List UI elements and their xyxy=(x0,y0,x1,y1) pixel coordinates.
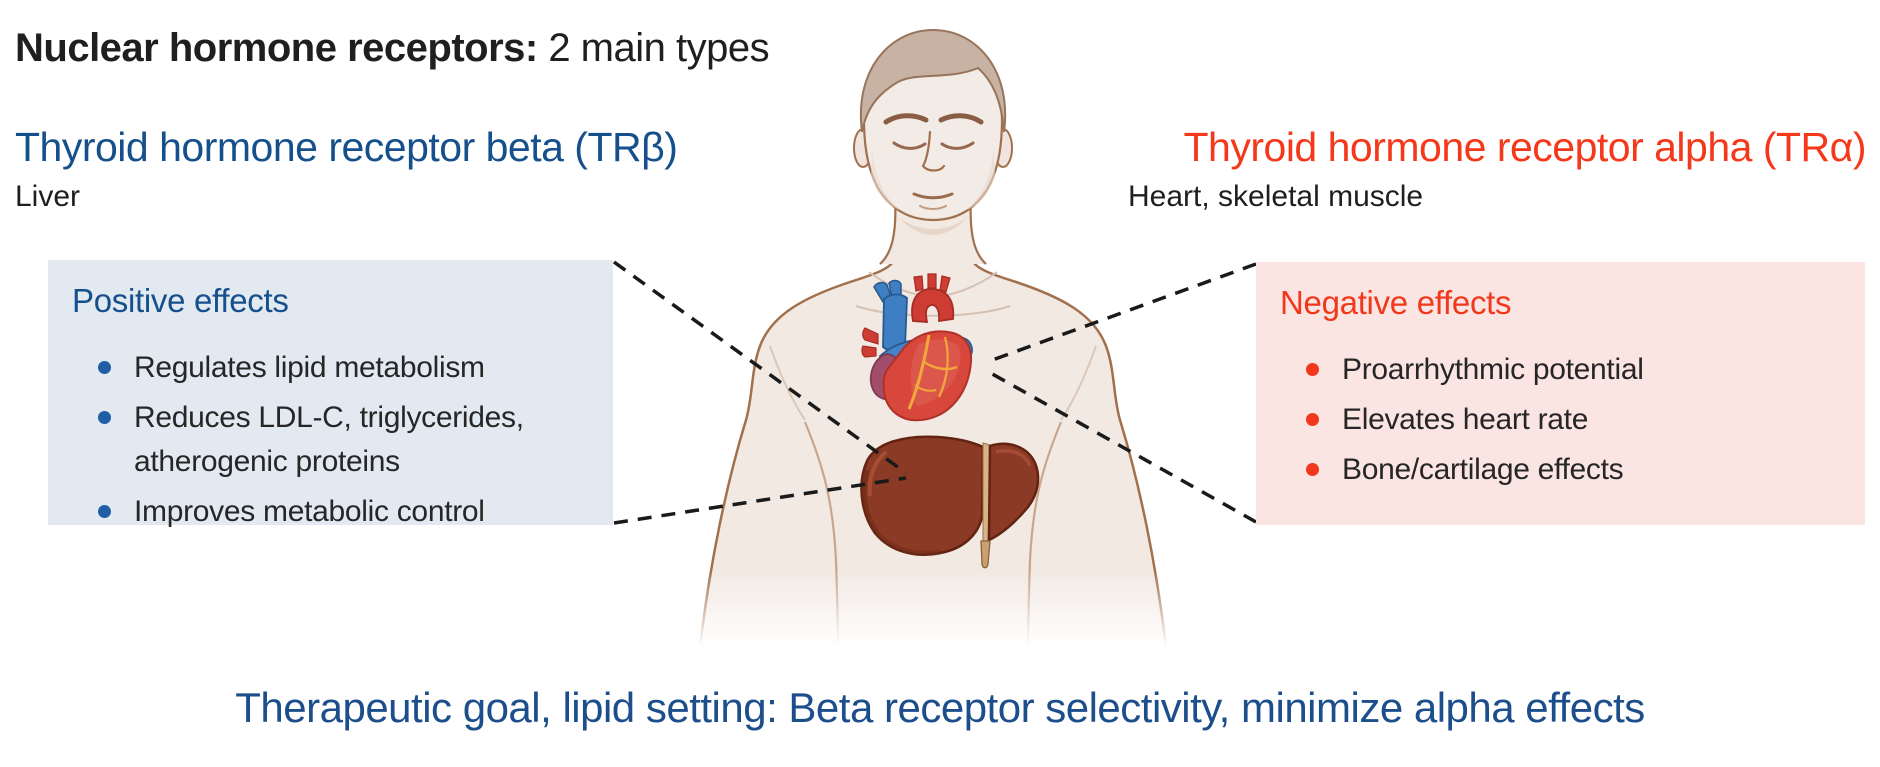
list-item: Reduces LDL-C, triglycerides, atherogeni… xyxy=(72,396,593,484)
connector-positive-to-liver-bottom xyxy=(613,476,907,525)
list-item-text: Improves metabolic control xyxy=(134,495,485,528)
connector-negative-to-heart-top xyxy=(986,262,1257,364)
positive-effects-box: Positive effects Regulates lipid metabol… xyxy=(48,260,613,528)
negative-effects-list: Proarrhythmic potential Elevates heart r… xyxy=(1280,348,1845,492)
bullet-dot-icon xyxy=(98,505,111,518)
page-title-regular: 2 main types xyxy=(537,26,770,70)
human-figure xyxy=(698,28,1168,649)
negative-effects-box: Negative effects Proarrhythmic potential… xyxy=(1256,262,1865,525)
liver-illustration xyxy=(860,435,1040,569)
bullet-dot-icon xyxy=(98,411,111,424)
list-item: Proarrhythmic potential xyxy=(1280,348,1845,392)
left-organ-label: Liver xyxy=(15,180,81,213)
list-item: Elevates heart rate xyxy=(1280,398,1845,442)
connector-negative-to-heart-bottom xyxy=(986,369,1257,524)
negative-effects-title: Negative effects xyxy=(1280,284,1512,321)
left-receptor-heading: Thyroid hormone receptor beta (TRβ) xyxy=(15,124,678,170)
page-title: Nuclear hormone receptors: 2 main types xyxy=(15,26,770,71)
right-organ-label: Heart, skeletal muscle xyxy=(1128,180,1424,213)
list-item: Improves metabolic control xyxy=(72,490,593,534)
therapeutic-goal-statement: Therapeutic goal, lipid setting: Beta re… xyxy=(235,684,1645,731)
closed-eyes-face-features xyxy=(883,113,984,210)
connector-positive-to-liver-top xyxy=(612,260,908,475)
page-title-bold: Nuclear hormone receptors: xyxy=(15,26,538,70)
positive-effects-list: Regulates lipid metabolism Reduces LDL-C… xyxy=(72,346,593,534)
bullet-dot-icon xyxy=(1306,463,1319,476)
list-item-text: Regulates lipid metabolism xyxy=(134,351,485,384)
right-receptor-heading: Thyroid hormone receptor alpha (TRα) xyxy=(1183,124,1867,170)
list-item-text: Proarrhythmic potential xyxy=(1342,353,1644,386)
list-item-text: Reduces LDL-C, triglycerides, atherogeni… xyxy=(134,401,524,478)
bullet-dot-icon xyxy=(1306,413,1319,426)
list-item: Bone/cartilage effects xyxy=(1280,448,1845,492)
list-item: Regulates lipid metabolism xyxy=(72,346,593,390)
list-item-text: Bone/cartilage effects xyxy=(1342,453,1624,486)
connector-dashed-lines xyxy=(612,260,1257,525)
list-item-text: Elevates heart rate xyxy=(1342,403,1589,436)
bullet-dot-icon xyxy=(98,361,111,374)
heart-illustration xyxy=(861,273,973,422)
bullet-dot-icon xyxy=(1306,363,1319,376)
positive-effects-title: Positive effects xyxy=(72,282,289,319)
figure-bottom-fade xyxy=(640,570,1200,660)
